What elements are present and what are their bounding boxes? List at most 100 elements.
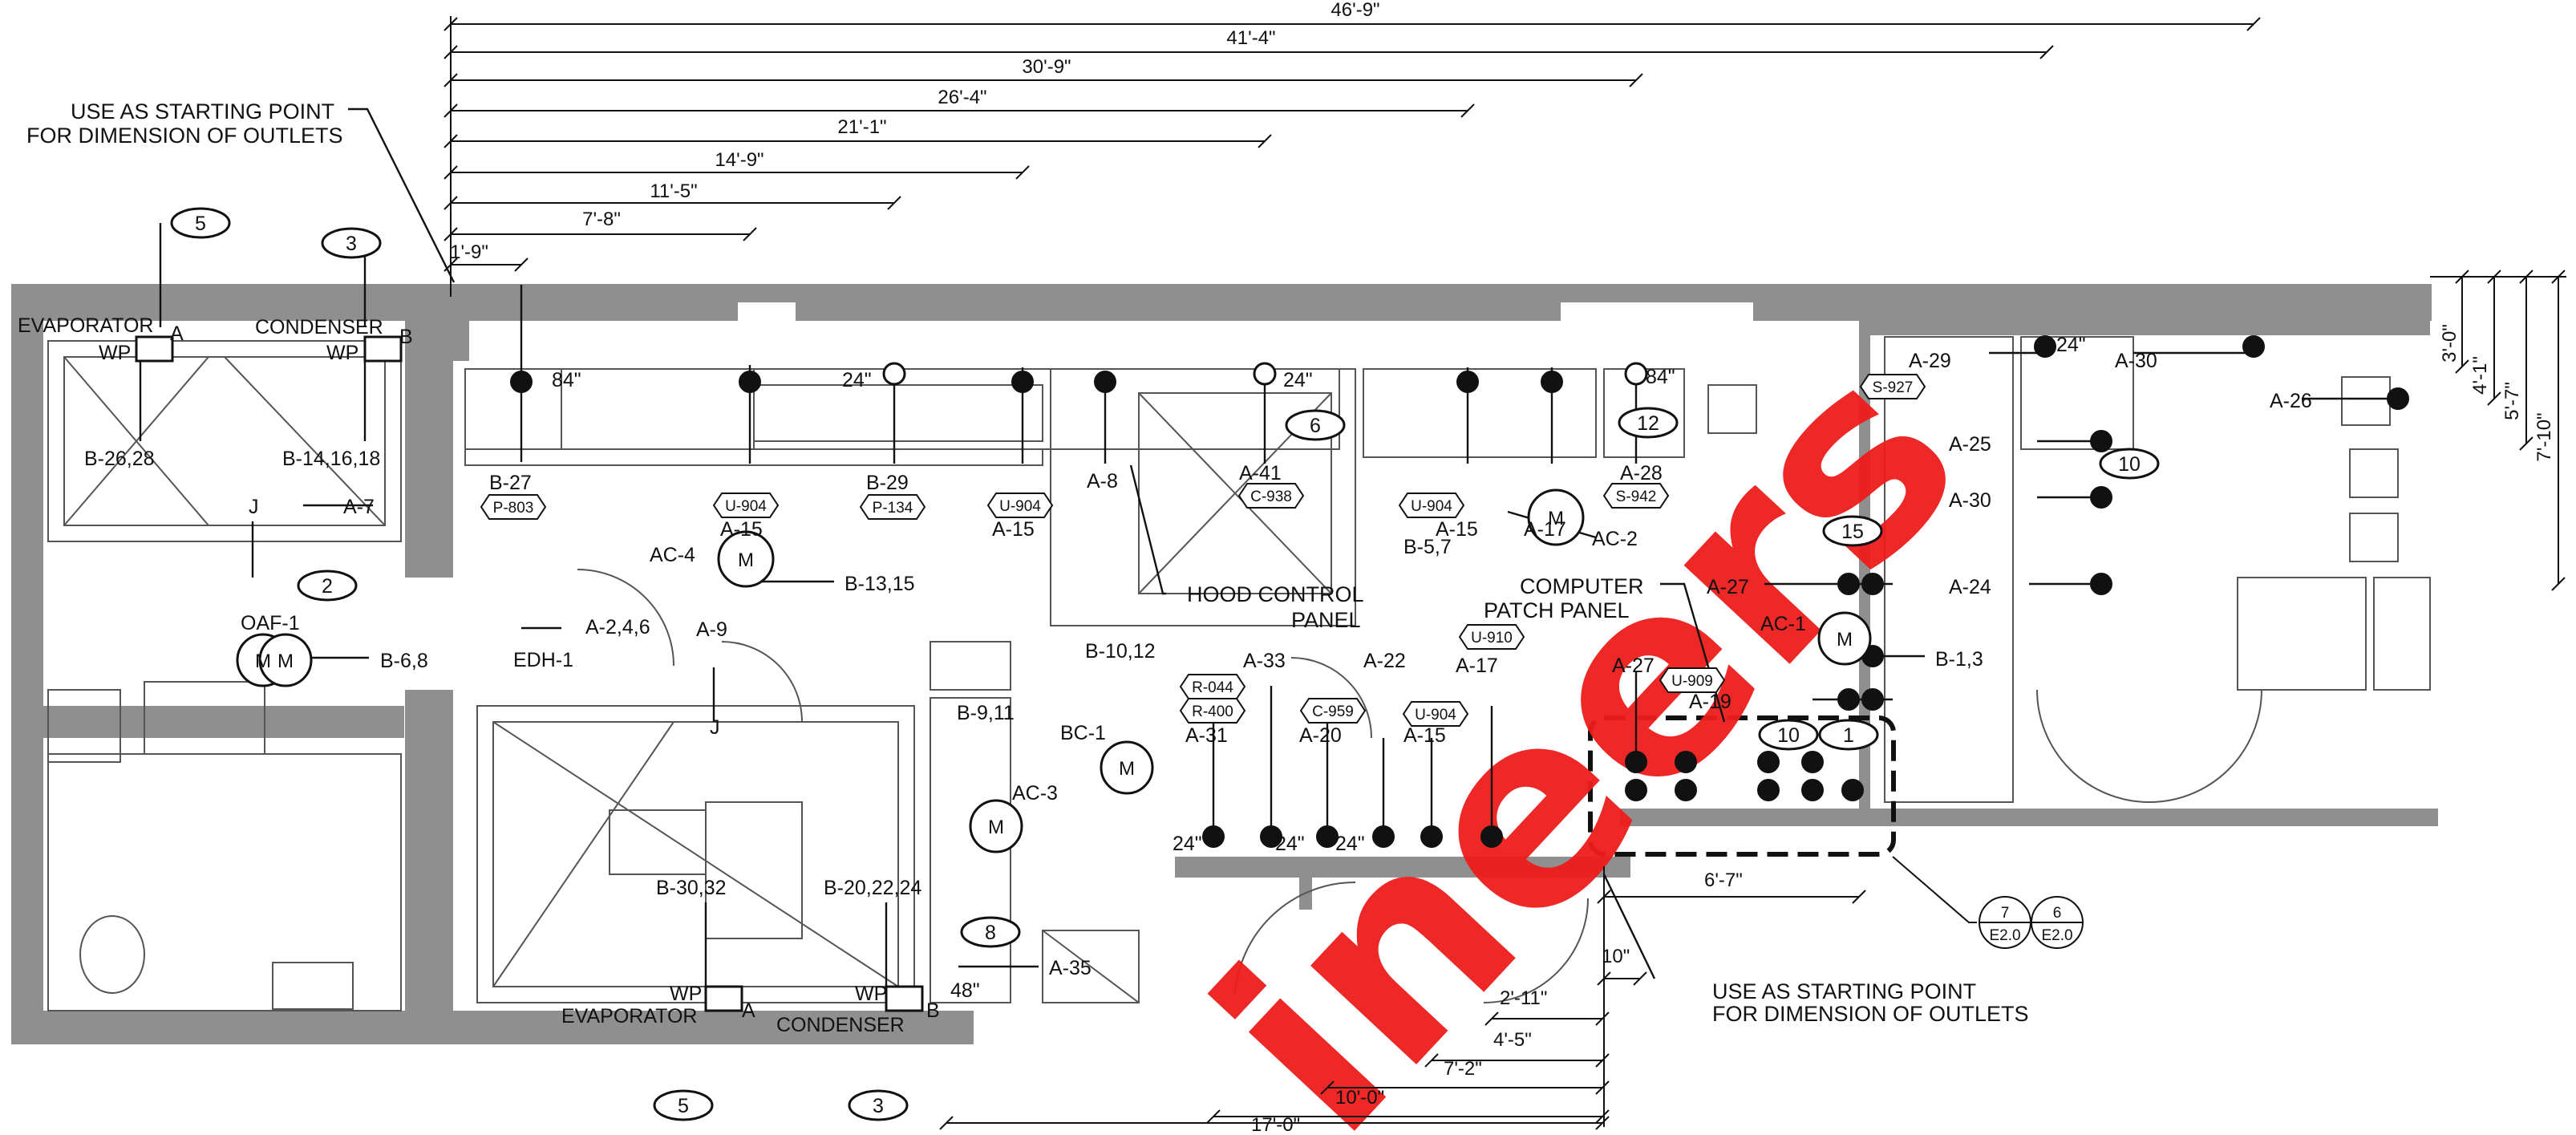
equipment-label: EDH-1 [513,649,573,671]
equipment-label: WP [326,342,358,364]
circuit-label: A-30 [1949,489,1991,512]
device-tag-label: U-904 [725,498,767,515]
motor-glyph: M [988,817,1004,838]
hood-control-panel-note: HOOD CONTROL [1187,582,1364,606]
mounting-height: 24" [1335,833,1365,855]
circuit-label: A-27 [1612,655,1655,677]
circuit-label: A-8 [1087,470,1118,493]
right-dim-1: 3'-0" [2439,324,2461,363]
device-tag-label: U-904 [999,498,1041,515]
device-tag-label: P-134 [873,500,913,517]
start-point-note-top: USE AS STARTING POINT [71,99,334,124]
keynote-number: 5 [195,213,206,235]
circuit-label: A-33 [1243,650,1286,672]
circuit-label: B-27 [489,472,532,494]
patch-panel-note: COMPUTER [1520,574,1644,598]
start-point-note-bottom: FOR DIMENSION OF OUTLETS [1712,1002,2029,1026]
device-tag-label: S-942 [1616,488,1657,505]
circuit-label: B-30,32 [656,877,727,899]
outlet-cluster-outline [1588,715,1896,857]
top-dimension-labels: 1'-9" 7'-8" 11'-5" 14'-9" 21'-1" 26'-4" … [450,0,1379,263]
circuit-label: A-7 [343,496,375,518]
circuit-label: A-41 [1239,462,1282,484]
right-dim-3: 5'-7" [2501,382,2523,420]
top-dim-5: 21'-1" [837,116,886,138]
device-tag-label: U-904 [1415,707,1456,724]
mounting-height: 84" [552,369,581,391]
device-tag-label: S-927 [1873,379,1914,396]
circuit-label: A-29 [1909,350,1951,372]
equipment-label: J [249,496,259,518]
device-tag-hexagon [859,494,926,520]
device-tag-label: R-400 [1192,703,1233,720]
circuit-label: A-31 [1185,724,1228,747]
circuit-label: A-9 [696,618,727,641]
circuit-label: B-14,16,18 [282,448,380,470]
circuit-label: A-28 [1620,462,1663,484]
keynote-bubble [1822,515,1883,547]
circuit-label: B-6,8 [380,650,428,672]
mounting-height: 24" [1275,833,1305,855]
equipment-label: WP [99,342,131,364]
device-tag-label: U-904 [1411,498,1452,515]
keynote-bubble [170,207,231,239]
mounting-height: 24" [1173,833,1202,855]
equipment-label: B [399,326,413,348]
device-tag-hexagon [1458,624,1525,650]
keynote-bubble [1818,719,1879,751]
device-tag-label: C-959 [1312,703,1354,720]
motor-glyph: M [1837,629,1853,651]
equipment-label: AC-4 [650,544,695,566]
equipment-label: BC-1 [1060,722,1106,744]
section-ref-number: 7 [2001,905,2010,922]
motor-glyph: M [277,651,294,672]
dimension-lines [444,16,2566,1130]
keynote-bubble [2099,448,2160,480]
circuit-label: A-15 [1436,518,1478,541]
keynote-number: 15 [1841,521,1864,543]
equipment-label: EVAPORATOR [18,314,153,337]
equipment-label: CONDENSER [255,316,383,338]
equipment-label: AC-2 [1592,528,1638,550]
device-tag-label: U-910 [1471,630,1513,647]
keynote-bubble [1758,719,1819,751]
circuit-leaders [139,107,2398,987]
keynote-number: 6 [1310,415,1321,437]
bottom-dim-6: 17'-0" [1251,1114,1300,1135]
device-tag-label: U-909 [1671,673,1713,690]
keynote-number: 3 [873,1095,884,1117]
circuit-label: B-13,15 [844,573,915,595]
equipment-label: A [742,999,755,1022]
circuit-label: A-19 [1689,691,1732,713]
equipment-label: EVAPORATOR [561,1005,697,1028]
device-tag-hexagon [1237,483,1305,509]
keynote-number: 5 [678,1095,689,1117]
top-dim-9: 46'-9" [1331,0,1379,21]
receptacle-symbols [510,335,2409,848]
top-dim-3: 11'-5" [650,180,697,202]
building-walls [11,284,2438,1044]
circuit-label: B-26,28 [84,448,155,470]
top-dim-6: 26'-4" [938,87,986,108]
bottom-dimension-labels: 10" 2'-11" 4'-5" 7'-2" 10'-0" 17'-0" 6'-… [1251,869,1743,1135]
mounting-height: 24" [2056,334,2086,356]
circuit-label: A-25 [1949,433,1991,456]
keynote-bubble [960,916,1021,948]
mounting-height: 48" [950,979,980,1002]
device-tag-hexagon [986,493,1054,518]
device-tag-label: C-938 [1250,488,1292,505]
bottom-dim-7: 6'-7" [1704,869,1743,891]
mounting-height: 24" [842,369,872,391]
device-tag-label: P-803 [493,500,534,517]
section-ref-number: 6 [2053,905,2062,922]
circuit-label: A-17 [1524,518,1566,541]
device-tag-hexagon [1299,698,1367,724]
start-point-note-bottom: USE AS STARTING POINT [1712,979,1976,1003]
circuit-label: B-20,22,24 [824,877,921,899]
keynote-number: 3 [346,233,357,255]
motor-glyph: M [255,651,271,672]
